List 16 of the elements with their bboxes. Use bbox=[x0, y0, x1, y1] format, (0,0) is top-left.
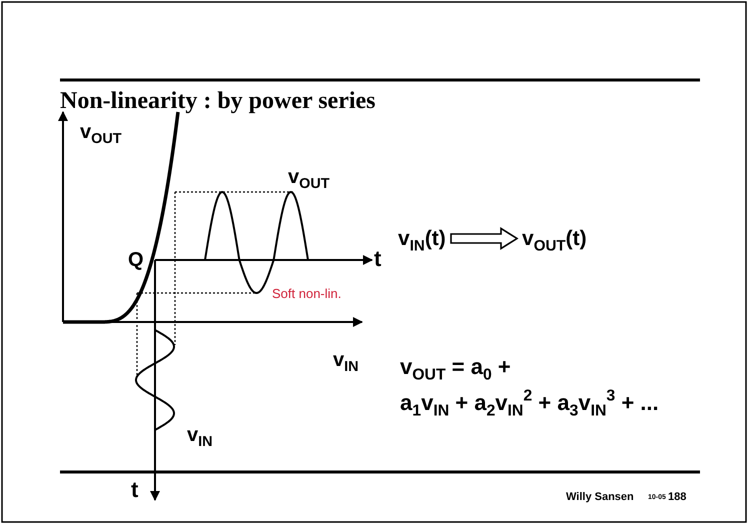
axis-label: t bbox=[374, 248, 382, 270]
point-label: Q bbox=[128, 250, 144, 270]
signal-label: v$_{IN}$ bbox=[187, 425, 213, 445]
axis-label: v$_{OUT}$ bbox=[80, 122, 122, 142]
axis-label: v$_{IN}$ bbox=[333, 350, 359, 370]
author-name: Willy Sansen bbox=[566, 492, 634, 503]
annotation: Soft non-lin. bbox=[272, 287, 342, 300]
equation: v$_{OUT}$ = a$_{0}$ + bbox=[400, 356, 511, 378]
page-number: 188 bbox=[668, 492, 686, 503]
hollow-arrow bbox=[450, 227, 518, 250]
equation: a$_{1}$v$_{IN}$ + a$_{2}$v$_{IN}$$^{2}$ + a$_{3}$v$_{IN}$$^{3}$ + ... bbox=[400, 392, 659, 414]
signal-expression: v$_{IN}$(t) bbox=[398, 228, 446, 249]
axis-label: t bbox=[131, 479, 138, 501]
signal-expression: v$_{OUT}$(t) bbox=[522, 228, 587, 249]
signal-label: v$_{OUT}$ bbox=[288, 167, 330, 187]
slide-title: Non-linearity : by power series bbox=[60, 88, 376, 115]
